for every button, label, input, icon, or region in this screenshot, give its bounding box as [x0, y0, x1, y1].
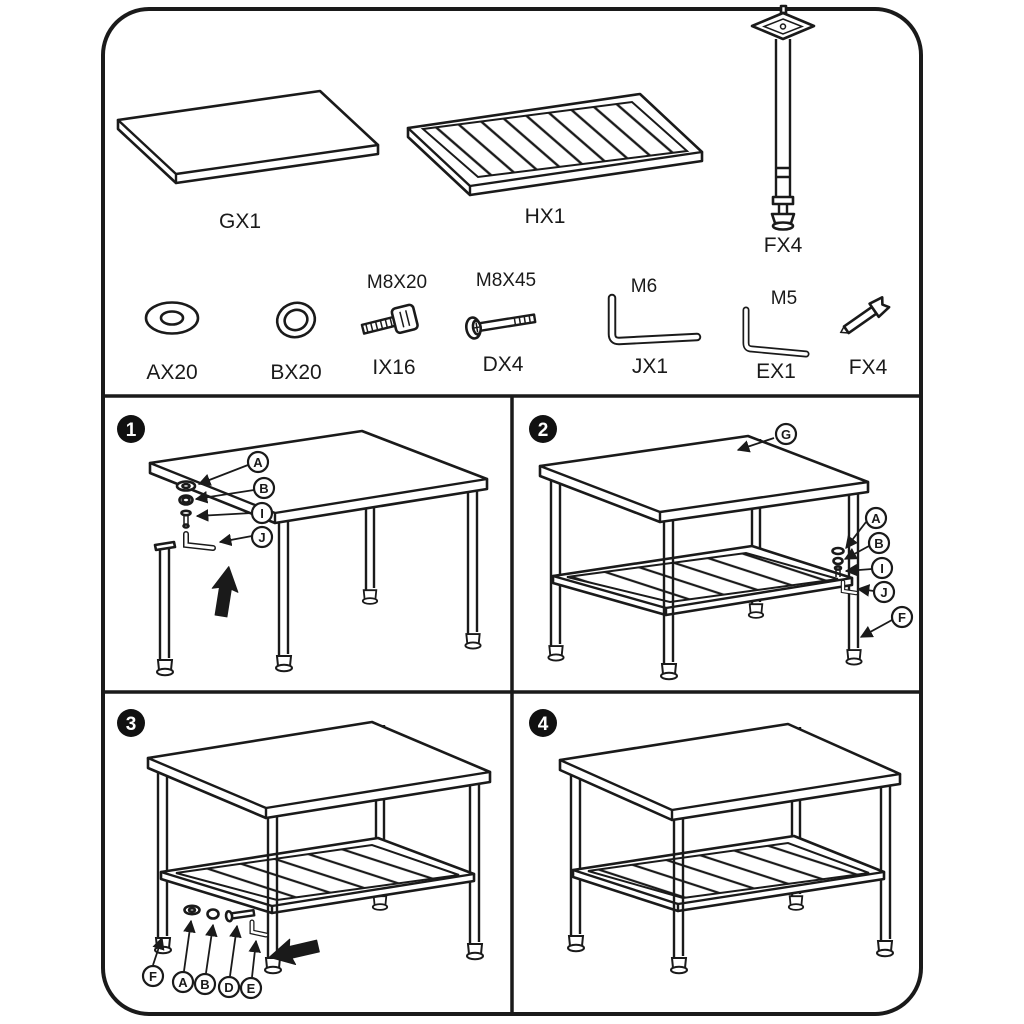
step-3-hardware — [183, 904, 269, 938]
callout-e: E — [239, 976, 263, 1000]
step-3-panel: 3 — [117, 709, 492, 1000]
parts-section: GX1 HX1 FX4 AX20 BX2 — [116, 4, 891, 384]
step-1-panel: 1 — [117, 415, 489, 677]
svg-text:B: B — [874, 536, 883, 551]
callout-b-arrow — [205, 923, 218, 974]
bolt-short-size-label: M8X20 — [367, 272, 427, 293]
step-1-number: 1 — [126, 420, 137, 441]
callout-g-arrow — [736, 437, 775, 453]
callout-b-arrow — [194, 489, 255, 504]
callout-i-arrow — [844, 563, 873, 577]
leg-part: FX4 — [750, 4, 816, 257]
bolt-short-part: M8X20 IX16 — [360, 272, 427, 379]
washer-part-label: AX20 — [146, 361, 197, 384]
svg-text:F: F — [898, 610, 906, 625]
callout-g: G — [774, 422, 798, 446]
svg-text:I: I — [880, 561, 884, 576]
callout-f: F — [890, 605, 914, 629]
svg-text:E: E — [247, 981, 256, 996]
washer-part: AX20 — [144, 301, 200, 384]
svg-text:A: A — [178, 975, 188, 990]
step-2-hardware — [831, 546, 859, 596]
callout-a-arrow — [183, 919, 196, 972]
tabletop-part: GX1 — [116, 89, 380, 233]
callout-j-arrow — [218, 533, 253, 547]
step-2-callouts: G A B I J F — [736, 422, 914, 638]
svg-text:F: F — [149, 969, 157, 984]
callout-j: J — [872, 580, 896, 604]
callout-i: I — [870, 556, 894, 580]
callout-b: B — [252, 476, 276, 500]
callout-a: A — [171, 970, 195, 994]
step-3-diagram — [146, 720, 492, 975]
svg-text:D: D — [224, 980, 233, 995]
step-2-badge: 2 — [529, 415, 557, 443]
step-1-hardware — [175, 480, 216, 551]
callout-f-arrow — [152, 936, 165, 966]
callout-f: F — [141, 964, 165, 988]
callout-j-arrow — [856, 584, 875, 597]
callout-b: B — [193, 972, 217, 996]
bolt-long-part-label: DX4 — [483, 353, 524, 376]
callout-i-arrow — [195, 509, 253, 522]
step-3-number: 3 — [126, 714, 137, 735]
bolt-short-part-label: IX16 — [372, 356, 415, 379]
allen-key-small-part-label: EX1 — [756, 360, 796, 383]
allen-key-small-part: M5 EX1 — [742, 288, 810, 383]
svg-text:J: J — [258, 530, 265, 545]
step-4-diagram — [558, 722, 902, 975]
svg-text:J: J — [880, 585, 887, 600]
callout-i: I — [250, 501, 274, 525]
wrench-part: FX4 — [839, 296, 891, 379]
svg-text:B: B — [259, 481, 268, 496]
allen-key-small-size-label: M5 — [771, 288, 797, 309]
allen-key-large-size-label: M6 — [631, 276, 657, 297]
step-2-panel: 2 G — [529, 415, 914, 681]
callout-f-arrow — [859, 619, 893, 638]
step-4-badge: 4 — [529, 709, 557, 737]
callout-b-arrow — [843, 545, 870, 560]
step-2-number: 2 — [538, 420, 549, 441]
svg-text:G: G — [781, 427, 791, 442]
callout-a-arrow — [197, 464, 249, 486]
slatted-shelf-part: HX1 — [406, 92, 704, 228]
step-1-diagram — [148, 429, 489, 677]
step-4-panel: 4 — [529, 709, 902, 975]
callout-a: A — [864, 506, 888, 530]
step-1-callouts: A B I J — [194, 450, 276, 549]
svg-text:B: B — [200, 977, 209, 992]
ring-part-label: BX20 — [270, 361, 321, 384]
callout-d: D — [217, 975, 241, 999]
step-3-callouts: F A B D E — [141, 919, 263, 1000]
step-4-number: 4 — [538, 714, 549, 735]
bolt-long-part: M8X45 DX4 — [464, 270, 537, 376]
svg-text:I: I — [260, 506, 264, 521]
step-3-badge: 3 — [117, 709, 145, 737]
wrench-part-label: FX4 — [849, 356, 888, 379]
svg-text:A: A — [253, 455, 263, 470]
leg-part-label: FX4 — [764, 234, 803, 257]
callout-e-arrow — [248, 939, 262, 978]
step-1-badge: 1 — [117, 415, 145, 443]
ring-part: BX20 — [270, 301, 322, 384]
bolt-long-size-label: M8X45 — [476, 270, 536, 291]
allen-key-large-part-label: JX1 — [632, 355, 668, 378]
callout-j: J — [250, 525, 274, 549]
callout-d-arrow — [229, 924, 242, 977]
step-2-diagram — [538, 434, 870, 681]
callout-b: B — [867, 531, 891, 555]
shelf-part-label: HX1 — [525, 205, 566, 228]
callout-a: A — [246, 450, 270, 474]
callout-a-arrow — [845, 521, 867, 549]
allen-key-large-part: M6 JX1 — [607, 276, 702, 378]
tabletop-part-label: GX1 — [219, 210, 261, 233]
svg-text:A: A — [871, 511, 881, 526]
